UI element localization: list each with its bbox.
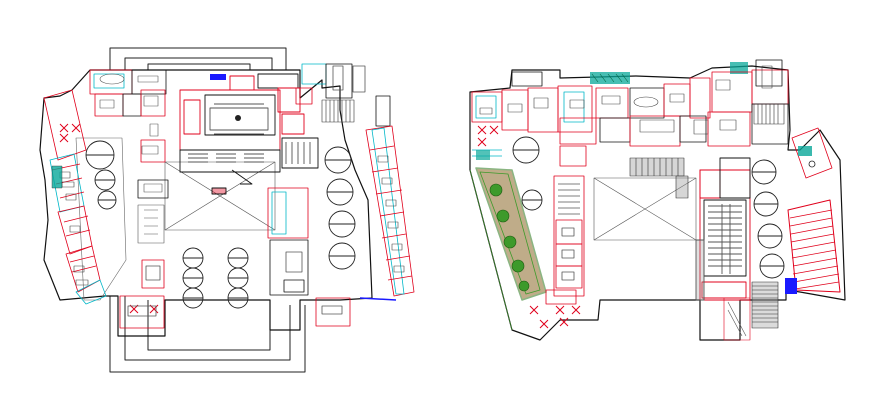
left-outer-outline [109,47,306,373]
right-east-ramp [785,199,841,294]
left-slab [39,69,373,337]
left-top-rooms [89,69,169,199]
right-landscape-trees [489,183,530,292]
right-top-pattern-band [590,62,748,84]
right-atrium-void [593,177,697,241]
left-round-columns [85,140,356,309]
left-east-office-furniture [377,155,405,273]
left-floor-plan [39,47,415,373]
right-chair-marks [477,125,581,329]
right-south-ramp [723,281,779,341]
right-cyan-partitions [472,149,502,160]
left-stair [321,99,355,123]
right-slab [469,65,846,341]
right-landscape-strip [469,167,547,331]
left-west-office-furniture [59,171,89,286]
left-central-block [179,73,319,195]
left-west-office-strip [43,89,107,305]
right-round-columns [512,136,785,279]
right-library-hall [695,157,751,301]
right-central-stair [629,157,689,199]
right-floor-plan [469,59,846,341]
left-top-right-rooms [295,63,391,127]
left-planter-cell [51,165,63,189]
right-seating-column [545,175,585,305]
left-top-furniture [99,73,165,244]
left-mid-right-rooms [119,187,351,329]
right-north-east-room [791,127,833,179]
left-chair-marks [59,123,159,314]
left-east-office-strip [359,125,415,301]
right-top-office-furniture [479,65,773,135]
right-stair [753,103,785,125]
left-diagonal-void [75,137,127,301]
